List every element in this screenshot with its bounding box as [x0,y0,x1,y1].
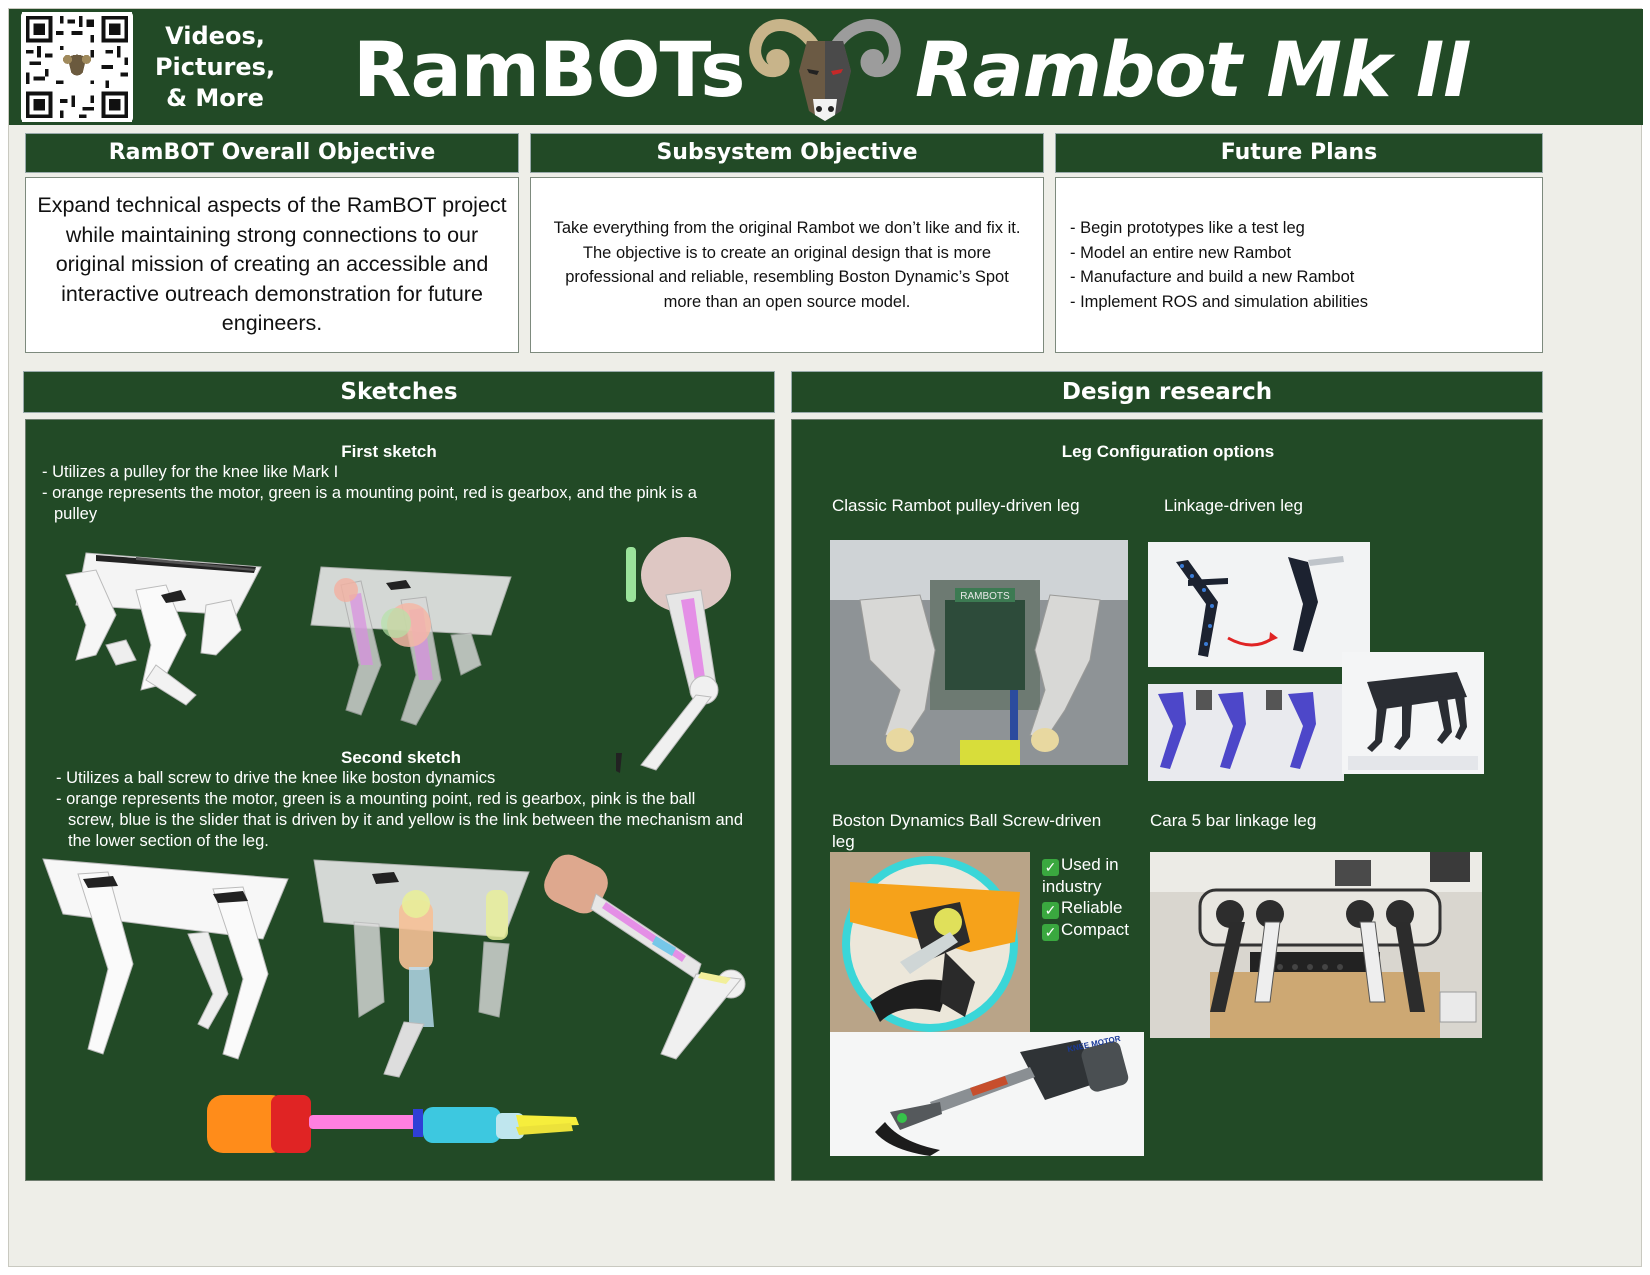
sketches-header: Sketches [23,371,775,413]
overall-objective-box: Expand technical aspects of the RamBOT p… [25,177,519,353]
benefit-label: Used in industry [1042,855,1119,896]
robot-model-title: Rambot Mk II [915,25,1472,114]
list-item: ✓Used in industry [1042,854,1152,897]
link-line: Pictures, [154,53,276,81]
cara-robot-photo [1150,852,1482,1038]
first-sketch-notes: - Utilizes a pulley for the knee like Ma… [42,462,742,525]
design-research-panel: Leg Configuration options Classic Rambot… [791,419,1543,1181]
link-line: & More [166,84,264,112]
check-mark-icon: ✓ [1042,902,1059,919]
list-item: - Utilizes a ball screw to drive the kne… [56,769,496,787]
videos-pictures-link[interactable]: Videos, Pictures, & More [145,21,285,114]
design-research-header: Design research [791,371,1543,413]
future-plans-header: Future Plans [1055,133,1543,173]
poster: Videos, Pictures, & More RamBOTs Rambot … [8,8,1643,1267]
team-title: RamBOTs [353,25,746,114]
list-item: - Begin prototypes like a test leg [1070,219,1305,237]
list-item: ✓Compact [1042,919,1152,941]
cara-leg-caption: Cara 5 bar linkage leg [1150,811,1317,830]
list-item: - Utilizes a pulley for the knee like Ma… [42,463,339,481]
second-sketch-transparent-render [304,852,534,1082]
future-plans-list: - Begin prototypes like a test leg - Mod… [1056,216,1542,314]
sketches-panel: First sketch - Utilizes a pulley for the… [25,419,775,1181]
ram-head-logo-icon [747,11,903,123]
second-sketch-solid-render [38,854,300,1069]
first-sketch-leg-render [606,535,746,780]
subsystem-objective-text: Take everything from the original Rambot… [553,219,1021,311]
first-sketch-solid-render [56,545,271,720]
link-line: Videos, [165,22,265,50]
quadruped-robot-render [1342,652,1484,774]
first-sketch-title: First sketch [341,442,437,461]
second-sketch-notes: - Utilizes a ball screw to drive the kne… [56,768,746,852]
list-item: - orange represents the motor, green is … [56,790,744,850]
header-banner: Videos, Pictures, & More RamBOTs Rambot … [9,9,1643,125]
linkage-leg-diagram [1148,542,1370,667]
overall-objective-text: Expand technical aspects of the RamBOT p… [37,193,507,336]
overall-objective-header: RamBOT Overall Objective [25,133,519,173]
qr-code-icon[interactable] [21,12,133,122]
benefit-label: Compact [1061,920,1130,939]
linkage-leg-caption: Linkage-driven leg [1164,496,1303,515]
ball-screw-assembly-render [201,1085,591,1170]
check-mark-icon: ✓ [1042,859,1059,876]
classic-leg-caption: Classic Rambot pulley-driven leg [832,496,1080,515]
list-item: ✓Reliable [1042,897,1152,919]
list-item: - Implement ROS and simulation abilities [1070,292,1369,311]
boston-benefits-list: ✓Used in industry ✓Reliable ✓Compact [1042,854,1152,941]
check-mark-icon: ✓ [1042,924,1059,941]
second-sketch-leg-render [536,844,761,1064]
knee-motor-render: KNEE MOTOR [830,1032,1144,1156]
list-item: - Model an entire new Rambot [1070,243,1292,262]
second-sketch-title: Second sketch [341,748,461,767]
leg-config-title: Leg Configuration options [1061,442,1275,461]
benefit-label: Reliable [1061,898,1123,917]
boston-dynamics-leg-photo [830,852,1030,1038]
blue-linkage-legs-render [1148,684,1344,781]
classic-rambot-photo: RAMBOTS [830,540,1128,765]
subsystem-objective-header: Subsystem Objective [530,133,1044,173]
future-plans-box: - Begin prototypes like a test leg - Mod… [1055,177,1543,353]
robot-name-label: RAMBOTS [960,591,1010,602]
boston-leg-caption: Boston Dynamics Ball Screw-driven leg [832,811,1102,851]
list-item: - Manufacture and build a new Rambot [1070,268,1355,286]
list-item: - orange represents the motor, green is … [42,484,697,523]
subsystem-objective-box: Take everything from the original Rambot… [530,177,1044,353]
first-sketch-transparent-render [301,555,521,735]
